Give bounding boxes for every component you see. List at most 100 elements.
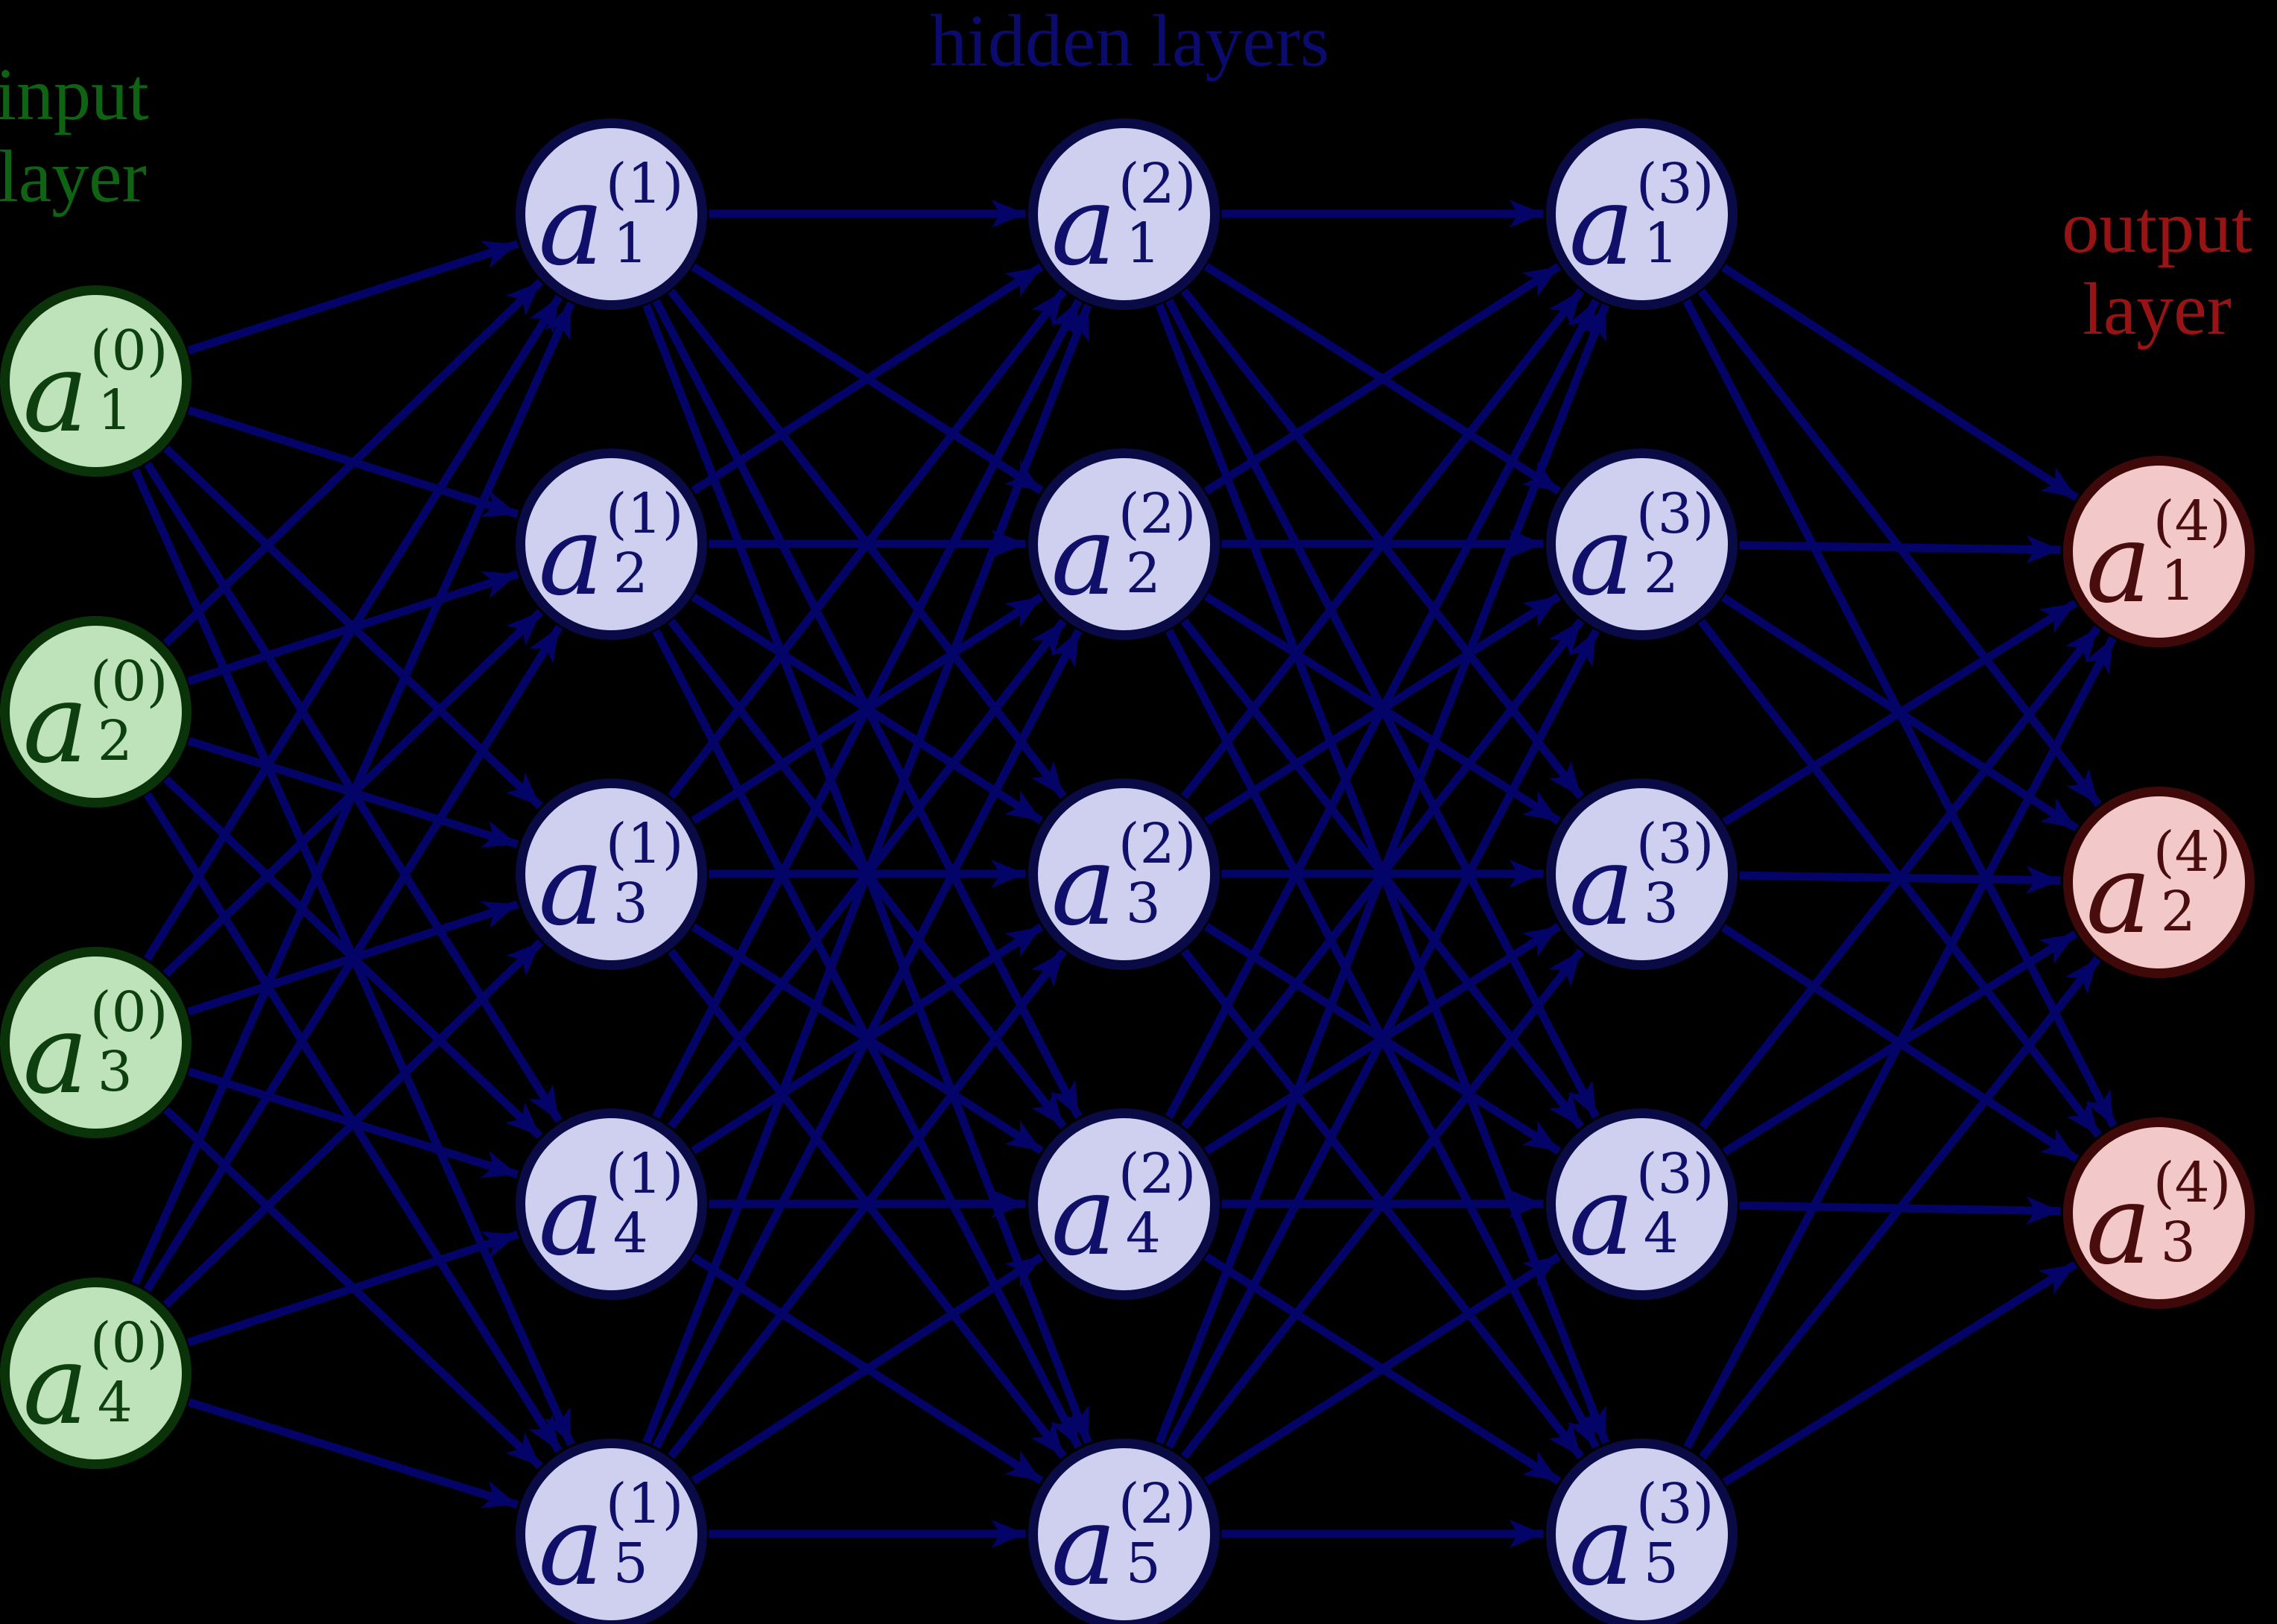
node-label-superscript: (2) <box>1118 1142 1197 1206</box>
hidden2-node-1: a(2)1 <box>1027 118 1220 310</box>
input-node-2: a(0)2 <box>0 615 191 808</box>
output-node-3: a(4)3 <box>2062 1117 2255 1309</box>
node-label-subscript: 5 <box>1125 1532 1161 1596</box>
arrow-hidden2-5-to-hidden3-4 <box>1203 1253 1562 1485</box>
arrow-hidden1-5-to-hidden2-4 <box>691 1253 1044 1485</box>
node-label: a(0)3 <box>22 985 168 1109</box>
node-label-subscript: 3 <box>2160 1211 2196 1275</box>
node-label-subscript: 1 <box>1643 212 1679 276</box>
input-node-4: a(0)4 <box>0 1277 191 1469</box>
node-label-superscript: (4) <box>2153 489 2232 554</box>
node-label-subscript: 1 <box>612 212 648 276</box>
node-label-superscript: (1) <box>605 1142 684 1206</box>
arrow-hidden2-5-to-hidden3-3 <box>1180 948 1585 1459</box>
node-label-base: a <box>1051 492 1117 620</box>
node-label: a(3)5 <box>1568 1472 1714 1601</box>
node-label-subscript: 3 <box>1643 872 1679 936</box>
output-node-2: a(4)2 <box>2062 786 2255 978</box>
node-label-superscript: (1) <box>605 1472 684 1536</box>
hidden3-node-2: a(3)2 <box>1545 448 1738 640</box>
node-label-subscript: 4 <box>97 1371 133 1435</box>
arrow-hidden2-5-to-hidden3-2 <box>1165 628 1600 1450</box>
node-label-superscript: (3) <box>1635 482 1714 546</box>
node-label-subscript: 2 <box>612 542 648 606</box>
hidden2-node-4: a(2)4 <box>1027 1108 1220 1300</box>
arrow-hidden3-5-to-output-1 <box>1683 635 2117 1450</box>
node-label-base: a <box>2086 1161 2152 1289</box>
node-label-base: a <box>538 492 604 620</box>
arrow-hidden3-2-to-output-1 <box>1739 535 2061 564</box>
arrow-hidden1-5-to-hidden2-3 <box>668 948 1067 1459</box>
hidden-title-line-1: hidden layers <box>930 0 1329 82</box>
node-label-superscript: (2) <box>1118 152 1197 216</box>
node-label-subscript: 2 <box>1643 542 1679 606</box>
node-label-subscript: 4 <box>1125 1202 1161 1266</box>
output-node-1: a(4)1 <box>2062 455 2255 647</box>
node-label-subscript: 5 <box>612 1532 648 1596</box>
node-label: a(4)1 <box>2086 489 2232 618</box>
node-label: a(2)3 <box>1051 812 1197 941</box>
node-label-subscript: 5 <box>1643 1532 1679 1596</box>
node-label-subscript: 2 <box>2160 880 2196 944</box>
node-label: a(1)3 <box>538 816 683 941</box>
output-layer-title: output layer <box>1822 186 2277 350</box>
node-label-base: a <box>22 329 89 457</box>
node-label-subscript: 1 <box>1125 212 1161 276</box>
node-label-base: a <box>22 659 89 787</box>
arrow-input-4-to-hidden1-2 <box>143 624 563 1292</box>
arrow-input-4-to-hidden1-1 <box>131 301 575 1286</box>
hidden3-node-5: a(3)5 <box>1545 1438 1738 1624</box>
input-node-1: a(0)1 <box>0 285 191 477</box>
node-label-base: a <box>1051 162 1117 290</box>
arrow-input-1-to-hidden1-1 <box>187 240 519 355</box>
node-label-superscript: (3) <box>1635 1142 1714 1206</box>
node-label-base: a <box>1568 1482 1635 1610</box>
node-label: a(3)1 <box>1568 152 1714 281</box>
node-label-subscript: 1 <box>97 378 133 443</box>
arrow-hidden2-5-to-hidden3-1 <box>1155 303 1610 1444</box>
node-label: a(2)5 <box>1051 1476 1196 1601</box>
node-label-base: a <box>1051 822 1117 950</box>
node-label-base: a <box>1568 492 1635 620</box>
node-label-base: a <box>538 162 604 290</box>
node-label-base: a <box>22 1321 89 1449</box>
node-label: a(3)2 <box>1568 482 1714 611</box>
node-label: a(2)4 <box>1051 1142 1197 1271</box>
hidden2-node-3: a(2)3 <box>1027 778 1220 970</box>
node-label-subscript: 4 <box>612 1202 648 1266</box>
node-label-superscript: (0) <box>89 650 168 714</box>
node-label-superscript: (2) <box>1118 812 1197 876</box>
arrow-hidden3-3-to-output-1 <box>1722 599 2078 826</box>
node-label: a(2)1 <box>1051 152 1197 281</box>
node-label-base: a <box>538 1152 604 1280</box>
arrow-hidden1-2-to-hidden2-1 <box>691 263 1044 495</box>
arrow-input-3-to-hidden1-1 <box>143 294 563 962</box>
hidden2-node-5: a(2)5 <box>1027 1438 1220 1624</box>
node-label-subscript: 3 <box>612 872 648 936</box>
arrow-hidden1-5-to-hidden2-2 <box>652 629 1083 1449</box>
node-label-superscript: (3) <box>1635 152 1714 216</box>
arrow-hidden3-5-to-output-2 <box>1699 956 2101 1460</box>
hidden1-node-4: a(1)4 <box>515 1108 707 1300</box>
node-label-subscript: 3 <box>97 1040 133 1104</box>
node-label-base: a <box>1051 1482 1117 1610</box>
node-label-base: a <box>1051 1152 1117 1280</box>
node-label: a(2)2 <box>1051 482 1197 611</box>
node-label-superscript: (0) <box>89 1311 168 1375</box>
input-title-line-2: layer <box>0 135 147 218</box>
node-label-base: a <box>2086 830 2152 958</box>
node-label: a(0)1 <box>22 323 168 448</box>
node-label: a(3)3 <box>1568 812 1714 941</box>
arrow-hidden3-5-to-output-3 <box>1722 1260 2078 1486</box>
node-label-superscript: (3) <box>1635 1472 1714 1536</box>
node-label-base: a <box>1568 822 1635 950</box>
arrow-hidden3-1-to-output-1 <box>1721 264 2079 501</box>
node-label-base: a <box>538 822 604 950</box>
arrow-input-4-to-hidden1-5 <box>187 1398 519 1509</box>
node-label-superscript: (1) <box>605 482 684 546</box>
node-label-superscript: (3) <box>1635 812 1714 876</box>
node-label-superscript: (2) <box>1118 482 1197 546</box>
arrow-hidden2-3-to-hidden3-1 <box>1180 288 1585 799</box>
